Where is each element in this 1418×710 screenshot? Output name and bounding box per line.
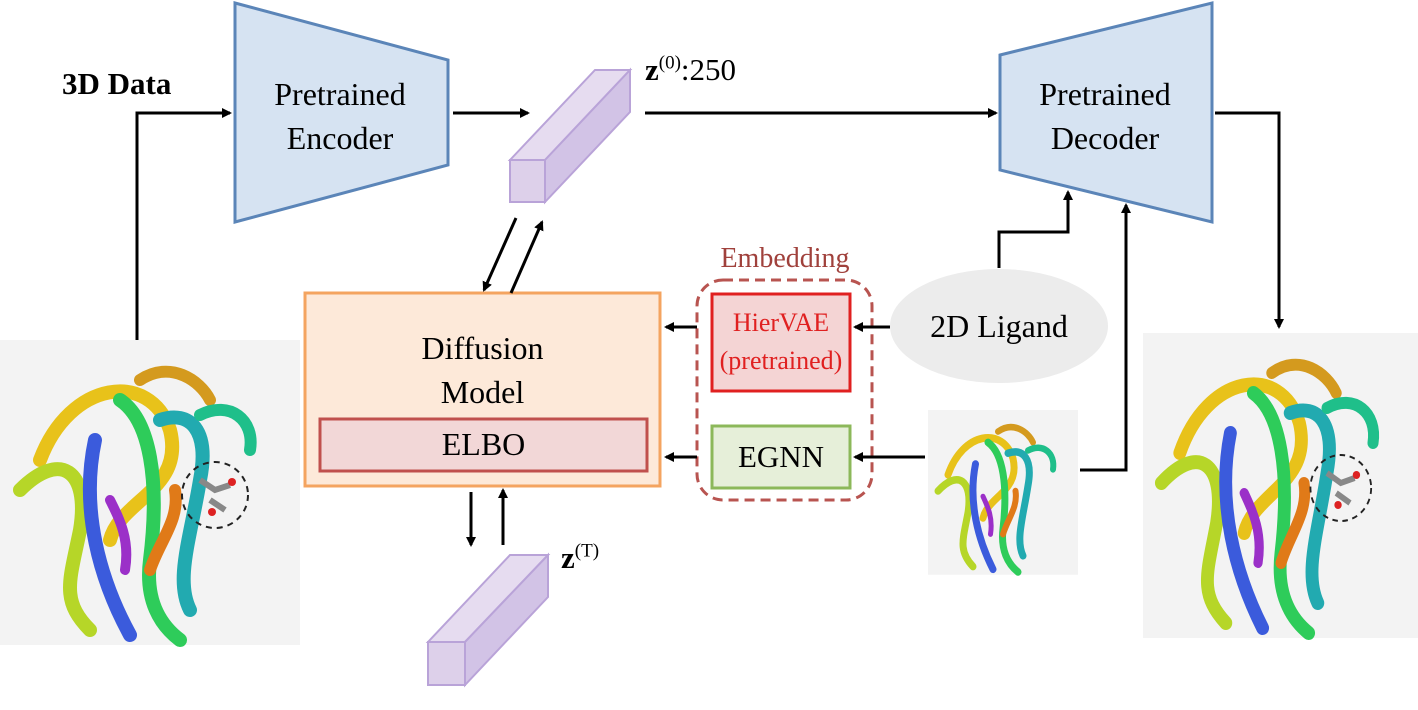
elbo-label: ELBO	[441, 426, 526, 462]
protein-structure-icon	[1143, 333, 1418, 638]
diffusion-label-line1: Diffusion	[421, 330, 544, 366]
data-3d-label: 3D Data	[62, 66, 172, 101]
encoder-label-line1: Pretrained	[274, 76, 406, 112]
encoder-trapezoid	[233, 1, 450, 224]
encoder-label-line2: Encoder	[286, 120, 394, 156]
dashed-binding-site-icon	[181, 461, 249, 529]
embedding-group	[695, 278, 874, 502]
protein-structure-icon	[0, 340, 300, 645]
protein-structure-icon	[928, 410, 1078, 575]
ligand-2d-label: 2D Ligand	[930, 308, 1068, 344]
decoder-trapezoid	[998, 1, 1214, 224]
ligand-2d-ellipse	[890, 269, 1108, 383]
hiervae-label: HierVAE (pretrained)	[712, 304, 850, 380]
zT-sup: (T)	[574, 540, 600, 562]
egnn-box	[710, 424, 852, 490]
z0-base: z	[645, 52, 659, 87]
zT-label: z(T)	[561, 540, 599, 576]
hiervae-box	[710, 292, 852, 393]
latent-vector-icon	[425, 552, 551, 688]
connector-arrows	[135, 108, 1284, 547]
egnn-label: EGNN	[737, 439, 825, 474]
z0-label: z(0):250	[645, 52, 736, 88]
zT-base: z	[561, 540, 575, 575]
latent-vector-icon	[507, 67, 633, 205]
decoder-label-line2: Decoder	[1050, 120, 1160, 156]
elbo-box	[318, 417, 649, 473]
decoder-label: Pretrained Decoder	[1005, 72, 1205, 160]
z0-sup: (0)	[658, 52, 681, 74]
z0-suffix: :250	[680, 52, 737, 87]
embedding-label: Embedding	[720, 243, 850, 274]
encoder-label: Pretrained Encoder	[240, 72, 440, 160]
hiervae-label-line1: HierVAE	[732, 308, 830, 337]
diffusion-label-line2: Model	[440, 374, 525, 410]
diffusion-label: Diffusion Model	[305, 326, 660, 414]
hiervae-label-line2: (pretrained)	[719, 346, 843, 375]
decoder-label-line1: Pretrained	[1039, 76, 1171, 112]
